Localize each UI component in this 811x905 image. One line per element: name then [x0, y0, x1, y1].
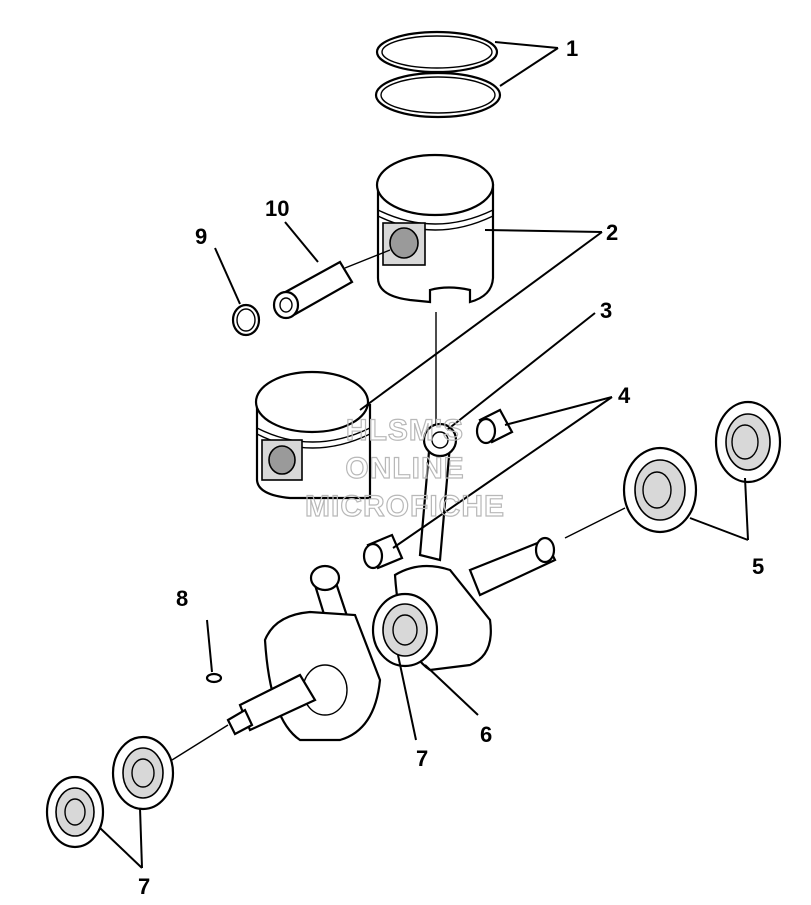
callout-4: 4: [618, 383, 631, 408]
piston-lower: [254, 370, 372, 500]
watermark-line-2: ONLINE: [345, 452, 464, 485]
watermark: HLSM'S ONLINE MICROFICHE: [304, 413, 505, 523]
crankshaft: [226, 536, 557, 742]
circlip: [231, 303, 261, 337]
callout-7-center: 7: [416, 746, 428, 771]
callout-7-left: 7: [138, 874, 150, 899]
needle-bearing-lower: [362, 533, 404, 570]
callout-6: 6: [480, 722, 492, 747]
connecting-rod-front: [418, 422, 458, 562]
main-bearing-right-outer: [714, 400, 782, 484]
leader-lines: [99, 41, 749, 869]
piston-rings: [374, 30, 502, 119]
callouts: 1 2 3 4 5 6 7 7 8 9 10: [138, 36, 764, 899]
piston-upper: [375, 153, 495, 304]
main-bearing-left-outer: [45, 775, 105, 849]
callout-1: 1: [566, 36, 578, 61]
watermark-line-1: HLSM'S: [346, 414, 464, 447]
callout-8: 8: [176, 586, 188, 611]
callout-3: 3: [600, 298, 612, 323]
watermark-line-3: MICROFICHE: [305, 490, 505, 523]
wrist-pin: [272, 260, 354, 320]
callout-2: 2: [606, 220, 618, 245]
callout-9: 9: [195, 224, 207, 249]
callout-5: 5: [752, 554, 764, 579]
woodruff-key: [205, 672, 223, 684]
main-bearing-right-inner: [622, 446, 698, 534]
needle-bearing-upper: [475, 408, 514, 445]
callout-10: 10: [265, 196, 289, 221]
assembly-lines: [171, 249, 626, 761]
main-bearing-left-inner: [111, 735, 175, 811]
